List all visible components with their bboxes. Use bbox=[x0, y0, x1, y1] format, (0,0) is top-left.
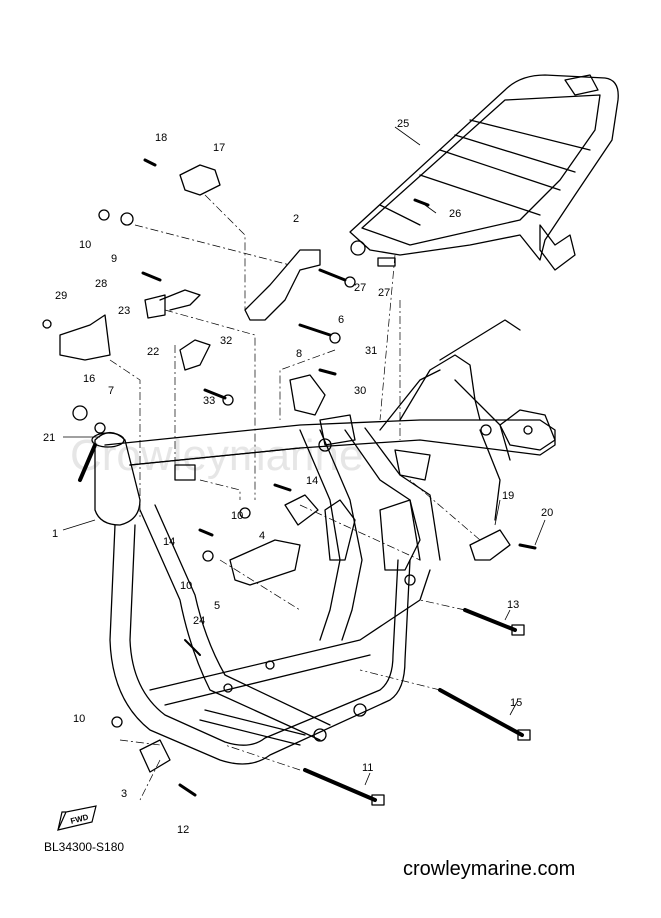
website-label: crowleymarine.com bbox=[403, 858, 576, 880]
callout-16: 16 bbox=[83, 373, 95, 385]
callout-ticks bbox=[62, 126, 546, 786]
callout-5: 5 bbox=[214, 600, 220, 612]
callout-17: 17 bbox=[213, 142, 225, 154]
callout-31: 31 bbox=[365, 345, 377, 357]
callout-21: 21 bbox=[43, 432, 55, 444]
callout-28: 28 bbox=[95, 278, 107, 290]
callout-8: 8 bbox=[296, 348, 302, 360]
callout-7: 7 bbox=[108, 385, 114, 397]
callout-14a: 14 bbox=[306, 475, 318, 487]
callout-3: 3 bbox=[121, 788, 127, 800]
callout-22: 22 bbox=[147, 346, 159, 358]
callout-13: 13 bbox=[507, 599, 519, 611]
callout-15: 15 bbox=[510, 697, 522, 709]
diagram-code: BL34300-S180 bbox=[44, 840, 125, 854]
callout-6: 6 bbox=[338, 314, 344, 326]
callout-12: 12 bbox=[177, 824, 189, 836]
callout-32: 32 bbox=[220, 335, 232, 347]
callout-26: 26 bbox=[449, 208, 461, 220]
fwd-arrow-icon: FWD bbox=[56, 805, 97, 831]
callout-20: 20 bbox=[541, 507, 553, 519]
callout-27a: 27 bbox=[354, 282, 366, 294]
callout-24: 24 bbox=[193, 615, 205, 627]
fwd-label: FWD bbox=[70, 813, 90, 826]
callout-9: 9 bbox=[111, 253, 117, 265]
callout-1: 1 bbox=[52, 528, 58, 540]
callout-2: 2 bbox=[293, 213, 299, 225]
callout-29: 29 bbox=[55, 290, 67, 302]
callout-25: 25 bbox=[397, 118, 409, 130]
callout-11: 11 bbox=[362, 762, 373, 774]
callout-18: 18 bbox=[155, 132, 167, 144]
callout-10a: 10 bbox=[79, 239, 91, 251]
callout-10d: 10 bbox=[73, 713, 85, 725]
frame-drawing bbox=[42, 74, 619, 806]
callout-33: 33 bbox=[203, 395, 215, 407]
callout-4: 4 bbox=[259, 530, 265, 542]
callout-27b: 27 bbox=[378, 287, 390, 299]
callout-23: 23 bbox=[118, 305, 130, 317]
callout-10b: 10 bbox=[231, 510, 243, 522]
callout-19: 19 bbox=[502, 490, 514, 502]
callout-10c: 10 bbox=[180, 580, 192, 592]
watermark-text: Crowleymarine bbox=[70, 431, 363, 480]
leader-lines bbox=[109, 194, 481, 801]
callout-30: 30 bbox=[354, 385, 366, 397]
callout-14b: 14 bbox=[163, 536, 175, 548]
